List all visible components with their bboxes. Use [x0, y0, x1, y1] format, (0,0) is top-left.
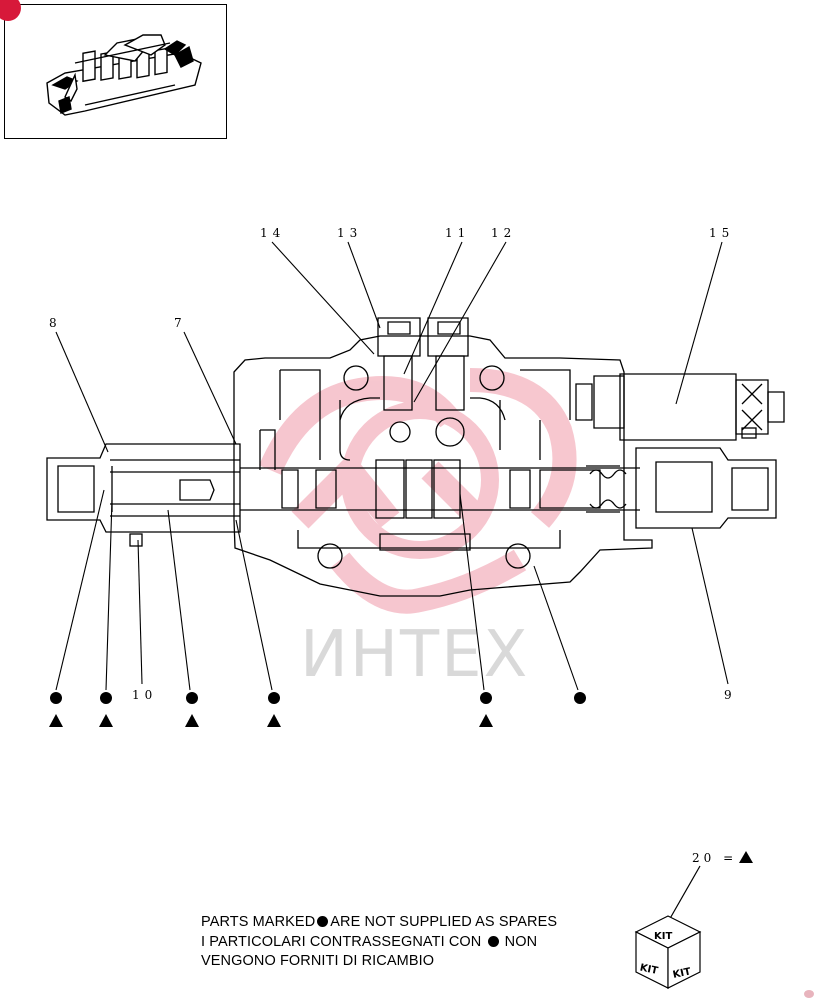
not-supplied-dot-icon [186, 692, 198, 704]
kit-triangle-icon [99, 714, 113, 727]
kit-triangle-icon [49, 714, 63, 727]
parts-note: PARTS MARKED ARE NOT SUPPLIED AS SPARES I… [201, 913, 557, 972]
note-line-2-end: NON [504, 933, 538, 950]
kit-triangle-icon [185, 714, 199, 727]
not-supplied-dot-icon [480, 692, 492, 704]
not-supplied-dot-icon [100, 692, 112, 704]
page-badge-icon [0, 0, 21, 21]
not-supplied-dot-icon [268, 692, 280, 704]
thumbnail-frame [0, 0, 227, 139]
kit-reference-label: 20 = [692, 851, 738, 865]
not-supplied-dot-icon [574, 692, 586, 704]
kit-triangle-icon [479, 714, 493, 727]
kit-triangle-icon [739, 851, 754, 863]
kit-reference: 20 = [692, 851, 754, 865]
valve-assembly-icon [46, 34, 202, 116]
kit-cube-top-label: KIT [654, 931, 672, 942]
not-supplied-dot-icon [317, 916, 329, 927]
kit-cube-left-label: KIT [639, 962, 659, 977]
note-line-2: I PARTICOLARI CONTRASSEGNATI CON NON [201, 933, 557, 953]
callout-13: 13 [337, 226, 363, 240]
callout-7: 7 [174, 316, 187, 330]
callout-11: 11 [445, 226, 471, 240]
callout-9: 9 [724, 688, 737, 702]
note-line-2-start: I PARTICOLARI CONTRASSEGNATI CON [201, 933, 482, 950]
callout-12: 12 [491, 226, 517, 240]
callout-8: 8 [49, 316, 62, 330]
watermark-text: ИНТЕХ [300, 618, 530, 692]
leader-lines [55, 241, 729, 691]
not-supplied-dot-icon [487, 935, 499, 947]
marker-row [49, 692, 586, 727]
callout-14: 14 [260, 226, 286, 240]
kit-cube-icon [634, 865, 702, 989]
note-line-3: VENGONO FORNITI DI RICAMBIO [201, 953, 435, 969]
callout-10: 10 [132, 688, 158, 702]
valve-body-outline [46, 317, 785, 597]
not-supplied-dot-icon [50, 692, 62, 704]
note-line-1-end: ARE NOT SUPPLIED AS SPARES [330, 914, 558, 930]
corner-mark-icon [804, 990, 814, 998]
callout-15: 15 [709, 226, 735, 240]
note-line-1-start: PARTS MARKED [201, 914, 316, 930]
note-line-1: PARTS MARKED ARE NOT SUPPLIED AS SPARES [201, 913, 557, 933]
kit-cube-right-label: KIT [672, 966, 692, 981]
kit-triangle-icon [267, 714, 281, 727]
